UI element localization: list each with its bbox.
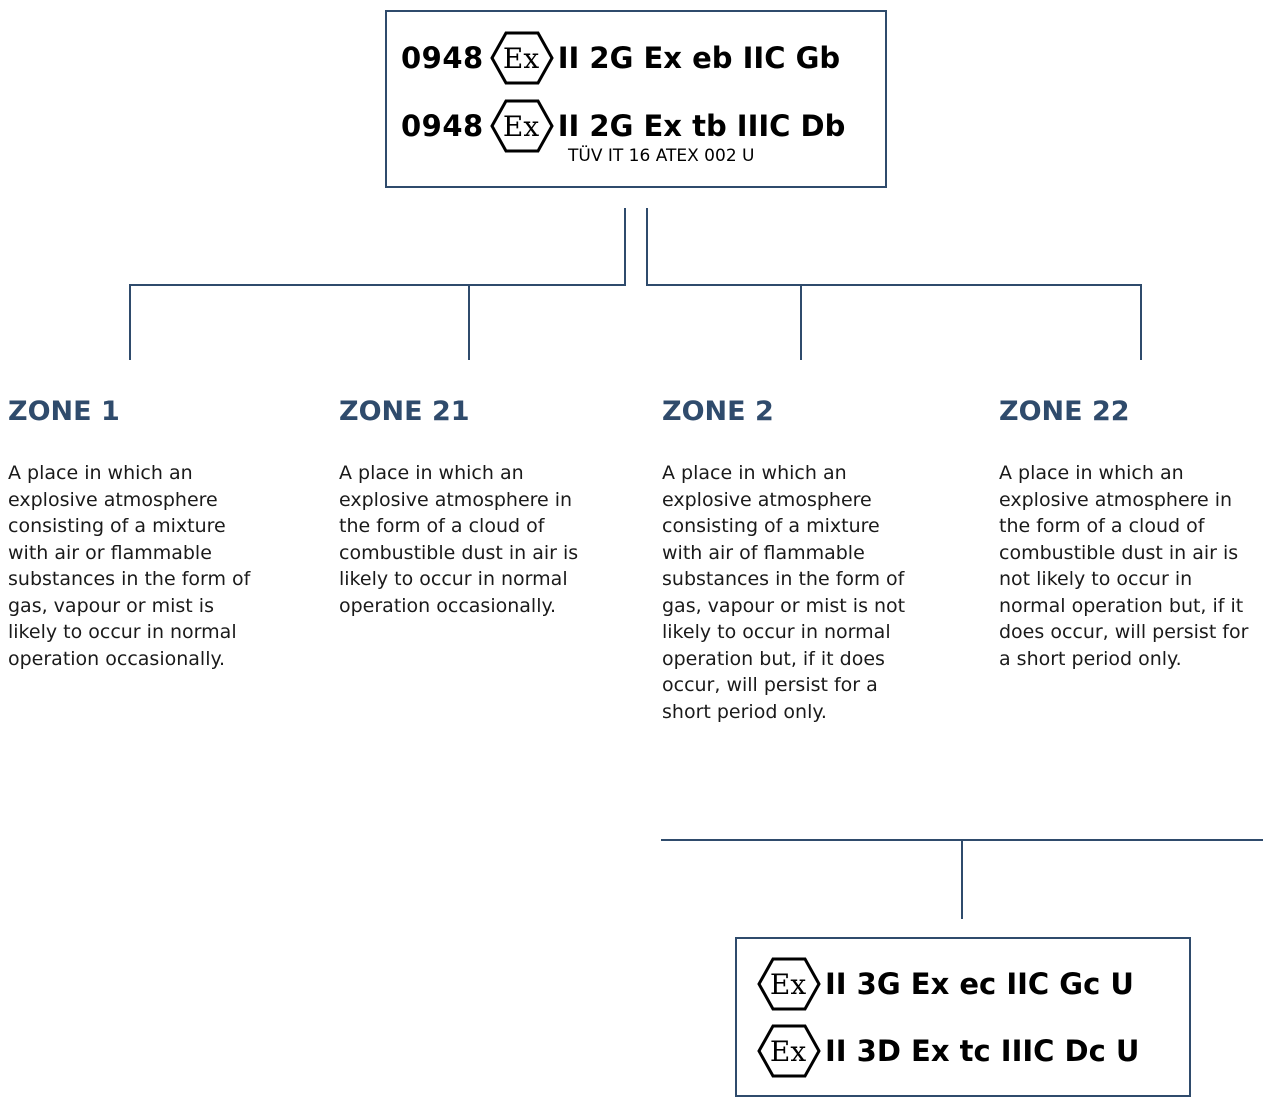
zone-2-title: ZONE 2 — [662, 396, 774, 427]
marking-row-gas: 0948 Ex II 2G Ex eb IIC Gb — [401, 30, 840, 86]
zone-1-title: ZONE 1 — [8, 396, 120, 427]
zone-2-description: A place in which an explosive atmosphere… — [662, 462, 906, 723]
connector-left-branch — [129, 284, 626, 286]
ex-hexagon-icon: Ex — [757, 1023, 821, 1079]
ex-hexagon-icon: Ex — [757, 956, 821, 1012]
atex-marking-box-zone2-22: Ex II 3G Ex ec IIC Gc U Ex II 3D Ex tc I… — [735, 937, 1191, 1097]
connector-zone1 — [129, 284, 131, 360]
certificate-number: TÜV IT 16 ATEX 002 U — [568, 146, 755, 166]
ex-label: Ex — [770, 1035, 806, 1068]
marking-code-dust: II 3D Ex tc IIIC Dc U — [825, 1034, 1140, 1068]
ex-label: Ex — [503, 42, 539, 75]
ex-hexagon-icon: Ex — [489, 30, 554, 86]
atex-marking-box-zone1-2: 0948 Ex II 2G Ex eb IIC Gb 0948 Ex II 2G… — [385, 10, 887, 188]
notified-body-number: 0948 — [401, 41, 484, 75]
zone-21-title: ZONE 21 — [339, 396, 470, 427]
marking-row-gas: Ex II 3G Ex ec IIC Gc U — [757, 956, 1134, 1012]
ex-label: Ex — [770, 968, 806, 1001]
zone-22-description: A place in which an explosive atmosphere… — [999, 462, 1249, 670]
marking-row-dust: 0948 Ex II 2G Ex tb IIIC Db — [401, 98, 845, 154]
connector-zone21 — [468, 284, 470, 360]
ex-hexagon-icon: Ex — [489, 98, 554, 154]
connector-right-drop — [646, 208, 648, 286]
zone-1-description: A place in which an explosive atmosphere… — [8, 462, 251, 670]
notified-body-number: 0948 — [401, 109, 484, 143]
marking-code-gas: II 2G Ex eb IIC Gb — [557, 41, 841, 75]
ex-label: Ex — [503, 110, 539, 143]
marking-row-dust: Ex II 3D Ex tc IIIC Dc U — [757, 1023, 1139, 1079]
marking-code-dust: II 2G Ex tb IIIC Db — [557, 109, 846, 143]
zone-21-description: A place in which an explosive atmosphere… — [339, 462, 579, 617]
connector-bottom-drop — [961, 839, 963, 919]
zone-22-title: ZONE 22 — [999, 396, 1130, 427]
connector-zone22 — [1140, 284, 1142, 360]
connector-left-drop — [624, 208, 626, 286]
connector-right-branch — [646, 284, 1142, 286]
connector-zone2 — [800, 284, 802, 360]
marking-code-gas: II 3G Ex ec IIC Gc U — [825, 967, 1134, 1001]
